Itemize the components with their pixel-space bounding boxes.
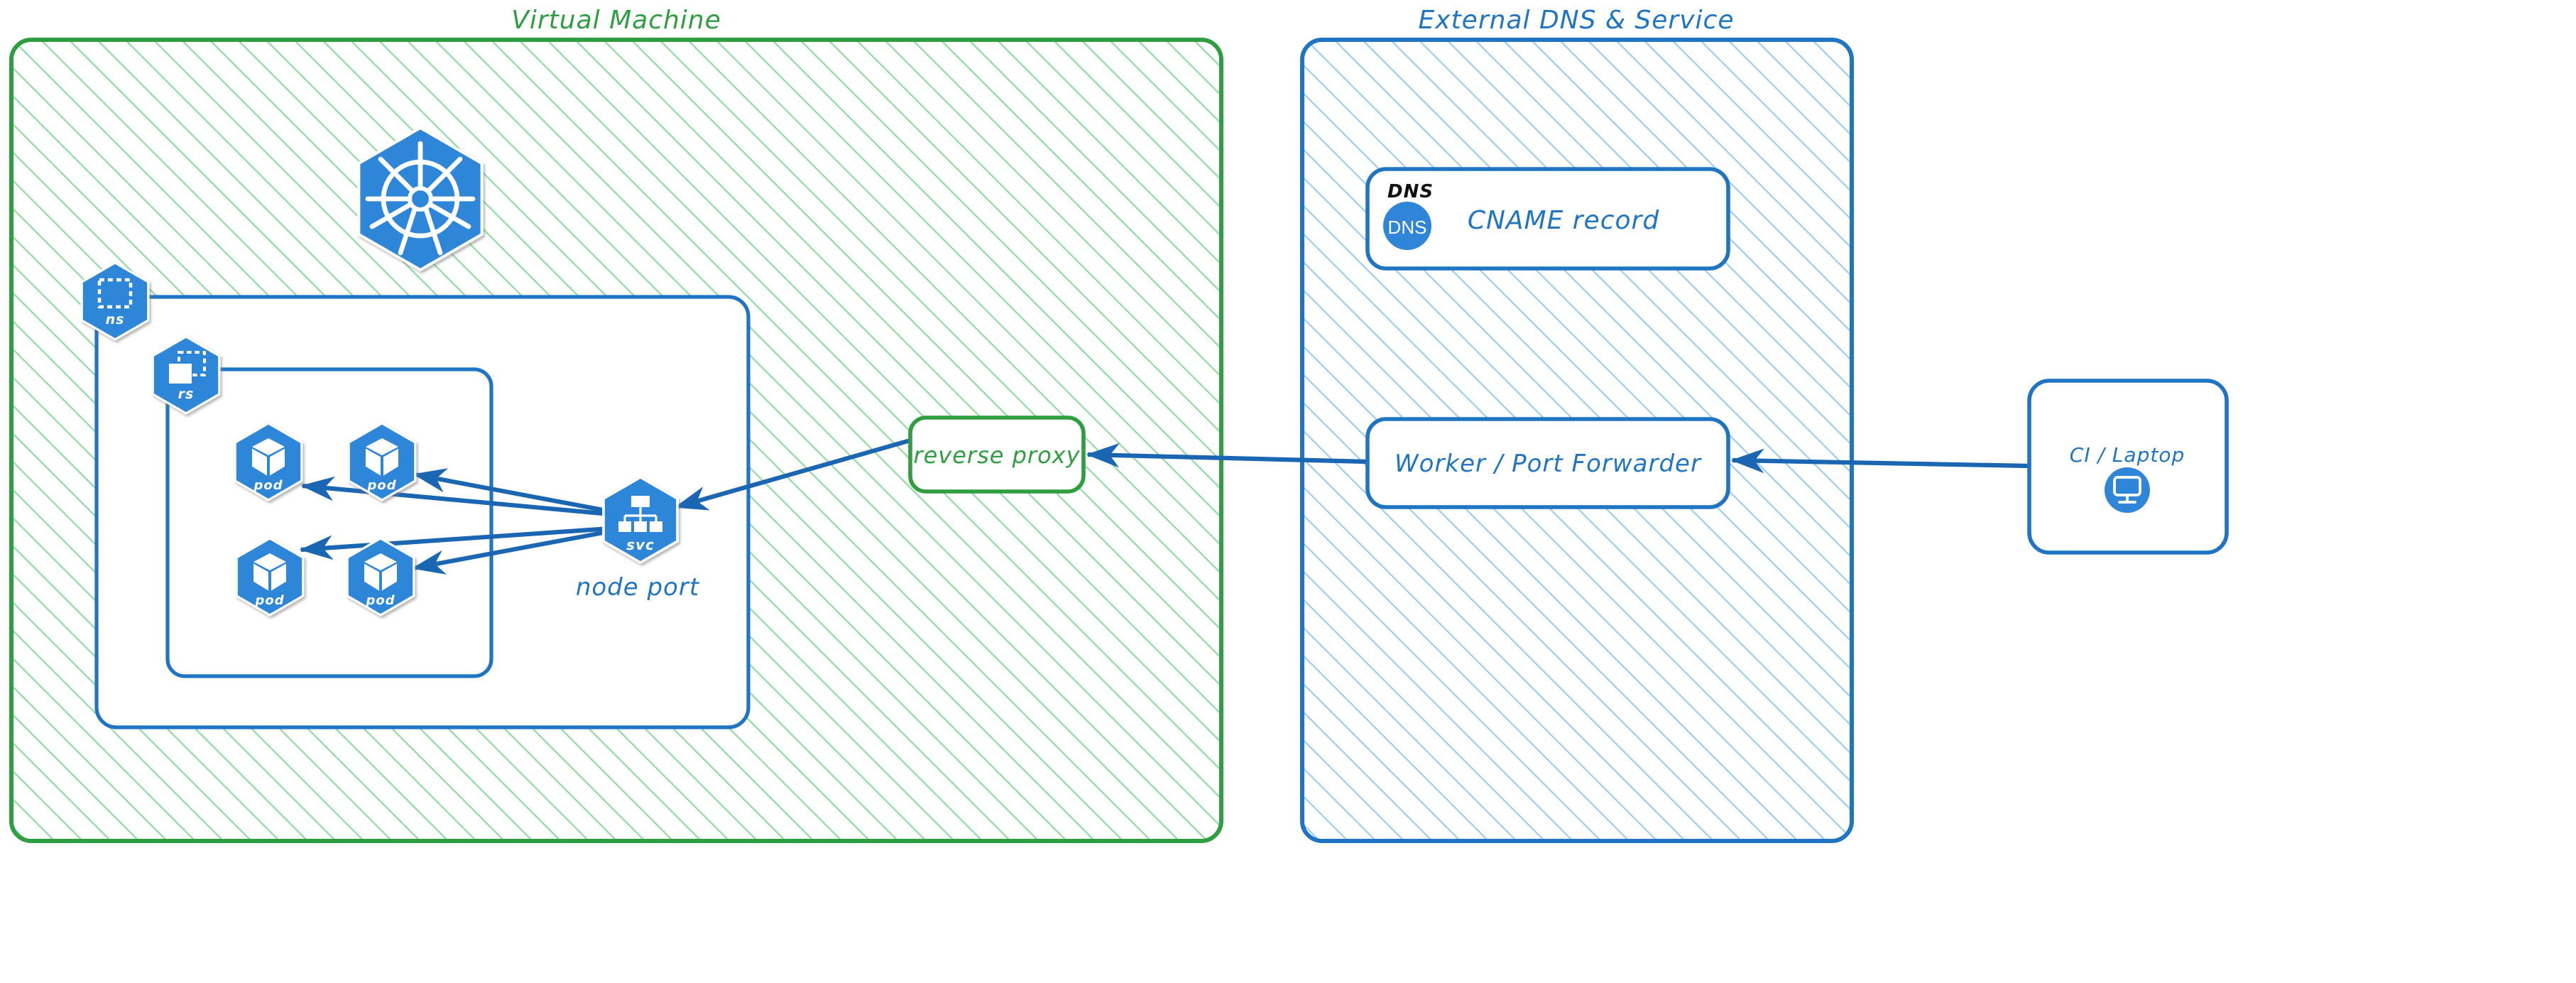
reverse-proxy-box[interactable]: reverse proxy	[908, 416, 1086, 494]
pod-node-4: pod	[346, 537, 415, 617]
replicaset-node-label: rs	[178, 386, 195, 402]
pod-node-2: pod	[347, 422, 417, 501]
pod-node-3: pod	[235, 537, 305, 617]
ext-panel-title: External DNS & Service	[1419, 6, 1735, 35]
arrow-worker-to-reverse-proxy	[1086, 442, 1368, 468]
namespace-icon	[97, 278, 133, 309]
cname-record-label: CNAME record	[1468, 206, 1660, 235]
dns-cname-card[interactable]: DNS DNS CNAME record	[1365, 167, 1730, 271]
dns-card-rect[interactable]	[1365, 167, 1730, 271]
replicaset-container-box	[165, 367, 493, 678]
pod-node-1: pod	[234, 422, 303, 501]
node-port-caption: node port	[576, 573, 700, 602]
worker-label: Worker / Port Forwarder	[1395, 450, 1702, 478]
ci-laptop-card[interactable]: CI / Laptop	[2027, 379, 2229, 555]
service-node: svc	[602, 475, 679, 565]
arrow-svc-to-pod-4	[411, 528, 611, 575]
arrow-svc-to-pod-1	[300, 476, 611, 517]
worker-card-rect[interactable]	[1365, 417, 1730, 509]
replicaset-icon	[169, 351, 206, 384]
dns-badge-icon	[1383, 202, 1431, 250]
arrow-reverse-proxy-to-service	[674, 438, 911, 511]
reverse-proxy-label: reverse proxy	[913, 442, 1080, 469]
pod-label: pod	[253, 478, 283, 493]
kubernetes-logo	[357, 126, 484, 272]
arrow-svc-to-pod-3	[299, 526, 611, 560]
dns-card-title: DNS	[1387, 181, 1434, 202]
pod-cube-icon	[252, 438, 285, 476]
arrow-svc-to-pod-2	[413, 468, 611, 514]
ci-laptop-card-rect[interactable]	[2027, 379, 2229, 555]
namespace-node: ns	[80, 261, 150, 341]
pod-cube-icon	[364, 553, 397, 591]
pod-label: pod	[366, 478, 396, 493]
pod-label: pod	[254, 593, 284, 608]
worker-port-forwarder-card[interactable]: Worker / Port Forwarder	[1365, 417, 1730, 509]
namespace-node-label: ns	[106, 312, 125, 327]
pod-cube-icon	[253, 553, 286, 591]
service-node-label: svc	[626, 536, 655, 553]
ci-laptop-label: CI / Laptop	[2070, 443, 2185, 467]
desktop-monitor-icon	[2105, 467, 2150, 513]
pod-label: pod	[365, 593, 395, 608]
pod-cube-icon	[366, 438, 398, 476]
vm-panel-title: Virtual Machine	[511, 6, 721, 35]
service-tree-icon	[618, 496, 662, 532]
arrow-client-to-worker	[1730, 448, 2030, 474]
dns-badge-text: DNS	[1388, 217, 1427, 238]
replicaset-node: rs	[151, 335, 221, 415]
reverse-proxy-box-rect[interactable]	[908, 416, 1086, 494]
